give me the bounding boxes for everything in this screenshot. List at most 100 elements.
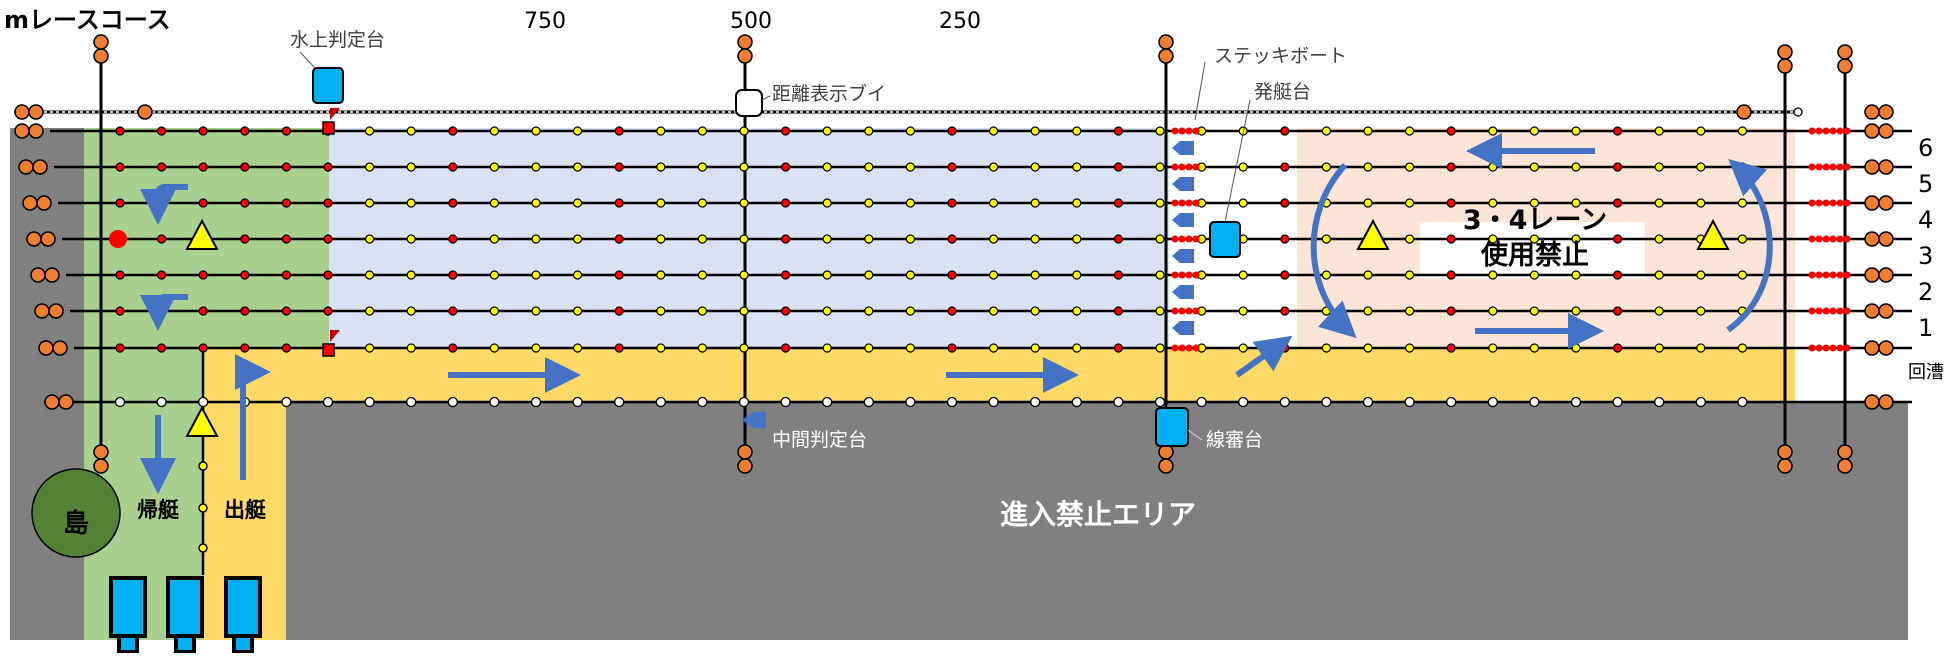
lane-buoy [1571,343,1581,353]
start-buoy-dense [1171,127,1179,135]
start-platform-leader [1224,99,1251,223]
yellow-triangle-buoy [1696,218,1730,250]
line-judge-box [1155,407,1189,447]
lane-buoy [1654,162,1664,172]
lane-buoy [1238,306,1248,316]
lane-buoy [1363,343,1373,353]
finish-buoy-dense [1808,344,1816,352]
lane-buoy [489,162,499,172]
return-lane-buoy [114,396,126,408]
curve-arrow-left [1310,162,1357,339]
lane-buoy [822,343,832,353]
lane-closed-line1: 3・4レーン [1463,205,1607,236]
mid-judge: 中間判定台 [742,412,867,451]
lane-buoy [905,198,916,208]
lane-buoy [281,198,291,208]
lane-buoy [1113,162,1124,172]
finish-buoy-dense [1815,307,1823,315]
finish-buoy-dense [1836,199,1844,207]
lane-buoy [614,162,624,172]
start-buoy-dense [1178,344,1186,352]
lane-buoy [780,270,791,280]
lane-buoy [1529,198,1540,208]
right-buoy [1878,267,1894,283]
closed-lane-band [1420,222,1645,278]
lane-buoy [1404,234,1415,244]
start-buoy-dense [1171,163,1179,171]
lane-buoy [572,162,583,172]
start-buoy-dense [1185,271,1193,279]
lane-buoy [1529,162,1540,172]
line-judge-label: 線審台 [1206,429,1263,451]
start-buoy-dense [1192,127,1200,135]
lane-buoy [281,306,291,316]
lane-buoy [905,306,916,316]
lane-buoy [1321,234,1332,244]
lane-number-6: 6 [1918,134,1933,162]
lane-buoy [531,198,541,208]
lane-number-2: 2 [1918,278,1933,306]
lane-buoy [323,234,333,244]
finish-buoy-dense [1808,163,1816,171]
left-buoy [30,267,46,283]
lane-buoy [780,306,791,316]
lane-buoy [739,126,749,136]
left-buoy [40,231,56,247]
return-lane-buoy [1362,396,1374,408]
yellow-triangle-buoy [1356,218,1390,250]
top-line-buoy-white [1793,107,1803,117]
lane-buoy [947,234,957,244]
lane-buoy [240,343,250,353]
lane-buoy [1280,198,1290,208]
finish-buoy-dense [1836,307,1844,315]
lane-buoy [1654,198,1664,208]
lane-buoy [323,198,333,208]
lane-buoy [1404,306,1415,316]
finish-buoy-dense [1822,199,1830,207]
right-buoy [1864,123,1880,139]
lane-buoy [1155,198,1165,208]
lane-buoy [1238,270,1248,280]
lane-buoy [1030,306,1040,316]
lane-buoy [822,306,832,316]
lane-buoy [1072,162,1082,172]
lane-buoy [1113,234,1124,244]
return-lane-buoy [281,396,292,408]
lane-buoy [281,126,291,136]
stake-boat-label: ステッキボート [1214,45,1347,67]
lane-buoy [1363,162,1373,172]
lane-buoy [864,234,874,244]
lane-buoy [1363,270,1373,280]
start-buoy-dense [1178,199,1186,207]
lane-buoy [281,234,291,244]
post-far-1-buoy [1777,458,1793,474]
lane-buoy [697,162,708,172]
lane-buoy [531,343,541,353]
lane-buoy [448,343,458,353]
water-judge-platform: 水上判定台 [290,29,385,357]
lane-buoy [697,198,708,208]
lane-buoy [240,162,250,172]
lane-buoy [489,306,499,316]
lane-buoy [1529,126,1540,136]
lane-buoy [157,270,167,280]
lane-buoy [115,126,125,136]
post-far-2-buoy [1837,44,1853,60]
lane-buoy [739,234,749,244]
red-flag-top [322,121,335,135]
lane-buoy [406,198,416,208]
lane-buoy [198,198,208,208]
lane-buoy [1280,270,1290,280]
lane-buoy [1404,162,1415,172]
lane-buoy [1696,306,1706,316]
lane-number-4: 4 [1918,206,1933,234]
return-lane-buoy [1737,396,1748,408]
lane-buoy [1030,343,1040,353]
lane-buoy [614,234,624,244]
lane-buoy [240,306,250,316]
lane-buoy [864,162,874,172]
lane-buoy [406,234,416,244]
start-buoy-dense [1192,235,1200,243]
lane-buoy [489,270,499,280]
